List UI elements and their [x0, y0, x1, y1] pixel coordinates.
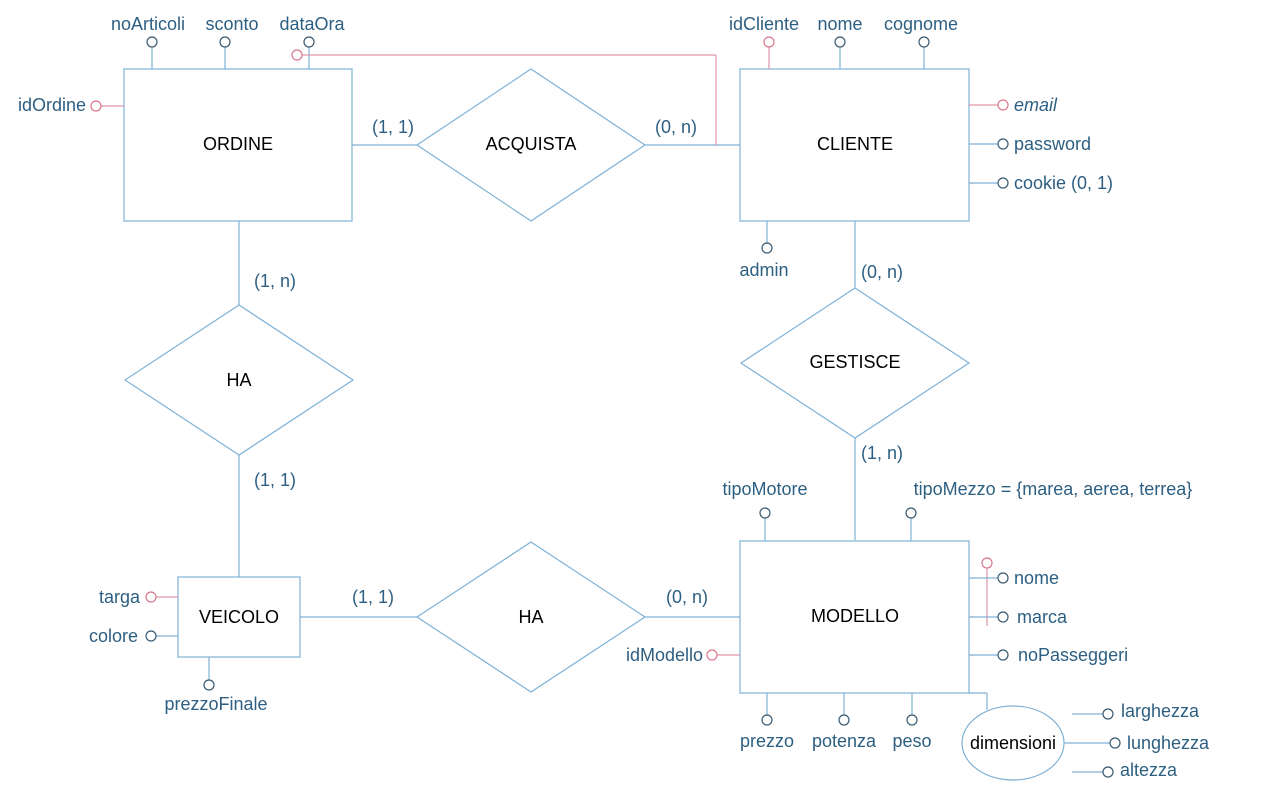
relationship-acquista-label: ACQUISTA	[486, 134, 577, 154]
attr-noArticoli: noArticoli	[111, 14, 185, 69]
attr-idCliente-label: idCliente	[729, 14, 799, 34]
attr-prezzoFinale: prezzoFinale	[164, 657, 268, 714]
card-veicolo-ha2: (1, 1)	[352, 587, 394, 607]
attr-admin-label: admin	[739, 260, 788, 280]
attr-potenza: potenza	[812, 693, 877, 751]
attr-password: password	[969, 134, 1091, 154]
attr-tipoMotore-label: tipoMotore	[722, 479, 807, 499]
attr-email-label: email	[1014, 95, 1058, 115]
attr-larghezza-label: larghezza	[1121, 701, 1200, 721]
card-ordine-acquista: (1, 1)	[372, 117, 414, 137]
attr-marca: marca	[969, 607, 1068, 627]
attr-cliente-nome-label: nome	[817, 14, 862, 34]
entity-veicolo: VEICOLO targa colore prezzoFinale	[89, 576, 301, 714]
attr-email: email	[969, 95, 1058, 115]
attr-colore-label: colore	[89, 626, 138, 646]
entity-ordine-box	[123, 68, 353, 222]
relationship-acquista-shape	[415, 68, 647, 222]
attr-dataOra: dataOra	[279, 14, 346, 69]
connectors	[238, 144, 856, 618]
attr-admin: admin	[739, 221, 789, 280]
attr-prezzo-label: prezzo	[740, 731, 794, 751]
attr-altezza-label: altezza	[1120, 760, 1178, 780]
attr-sconto-label: sconto	[205, 14, 258, 34]
attr-cliente-nome: nome	[817, 14, 863, 69]
entity-ordine-label: ORDINE	[203, 134, 273, 154]
dimensioni-label: dimensioni	[970, 733, 1056, 753]
entity-cliente-box	[739, 68, 970, 222]
relationship-ha-bottom-shape	[415, 541, 647, 693]
attr-modello-nome: nome	[969, 568, 1059, 588]
attr-peso: peso	[892, 693, 932, 751]
card-modello-gestisce: (1, n)	[861, 443, 903, 463]
attr-cognome-label: cognome	[884, 14, 958, 34]
attr-peso-label: peso	[892, 731, 931, 751]
attr-potenza-label: potenza	[812, 731, 877, 751]
card-modello-ha2: (0, n)	[666, 587, 708, 607]
card-cliente-gestisce: (0, n)	[861, 262, 903, 282]
relationship-ha-bottom-label: HA	[518, 607, 543, 627]
attr-dimensioni: dimensioni larghezza lunghezza altezza	[961, 692, 1210, 781]
attr-targa-label: targa	[99, 587, 141, 607]
attr-sconto: sconto	[205, 14, 259, 69]
composite-key-nome-marca	[981, 557, 993, 626]
relationship-ha-top-label: HA	[226, 370, 251, 390]
entity-modello-box	[739, 540, 970, 694]
attr-larghezza: larghezza	[1072, 701, 1200, 721]
attr-dataOra-label: dataOra	[279, 14, 345, 34]
attr-idCliente: idCliente	[729, 14, 799, 69]
attr-colore: colore	[89, 626, 178, 646]
relationship-gestisce-shape	[739, 287, 971, 439]
attr-noPasseggeri-label: noPasseggeri	[1018, 645, 1128, 665]
attr-idOrdine: idOrdine	[18, 95, 124, 115]
composite-key-link	[291, 49, 717, 145]
entity-veicolo-box	[177, 576, 301, 658]
attr-noArticoli-label: noArticoli	[111, 14, 185, 34]
entity-veicolo-label: VEICOLO	[199, 607, 279, 627]
attr-lunghezza-label: lunghezza	[1127, 733, 1210, 753]
attr-idModello: idModello	[626, 645, 740, 665]
attr-password-label: password	[1014, 134, 1091, 154]
card-cliente-acquista: (0, n)	[655, 117, 697, 137]
card-veicolo-ha: (1, 1)	[254, 470, 296, 490]
relationship-ha-veicolo-modello: HA	[415, 541, 647, 693]
entity-modello-label: MODELLO	[811, 606, 899, 626]
attr-tipoMezzo: tipoMezzo = {marea, aerea, terrea}	[905, 479, 1193, 541]
attr-cookie: cookie (0, 1)	[969, 173, 1113, 193]
entity-ordine: ORDINE noArticoli sconto dataOra idOrdin…	[18, 14, 353, 222]
attr-idModello-label: idModello	[626, 645, 703, 665]
entity-modello: MODELLO tipoMotore tipoMezzo = {marea, a…	[626, 479, 1192, 751]
attr-targa: targa	[99, 587, 178, 607]
attr-altezza: altezza	[1072, 760, 1178, 780]
relationship-gestisce: GESTISCE	[739, 287, 971, 439]
attr-cognome: cognome	[884, 14, 958, 69]
relationship-ha-ordine-veicolo: HA	[123, 304, 355, 456]
attr-tipoMotore: tipoMotore	[722, 479, 808, 541]
attr-cookie-label: cookie (0, 1)	[1014, 173, 1113, 193]
attr-marca-label: marca	[1017, 607, 1068, 627]
entity-cliente: CLIENTE idCliente nome cognome email pas…	[729, 14, 1113, 280]
attr-prezzo: prezzo	[740, 693, 794, 751]
attr-modello-nome-label: nome	[1014, 568, 1059, 588]
relationship-ha-top-shape	[123, 304, 355, 456]
card-ordine-ha: (1, n)	[254, 271, 296, 291]
attr-prezzoFinale-label: prezzoFinale	[164, 694, 267, 714]
relationship-acquista: ACQUISTA	[415, 68, 647, 222]
attr-lunghezza: lunghezza	[1064, 733, 1210, 753]
attr-noPasseggeri: noPasseggeri	[969, 645, 1128, 665]
entity-cliente-label: CLIENTE	[817, 134, 893, 154]
attr-idOrdine-label: idOrdine	[18, 95, 86, 115]
relationship-gestisce-label: GESTISCE	[809, 352, 900, 372]
attr-tipoMezzo-label: tipoMezzo = {marea, aerea, terrea}	[914, 479, 1193, 499]
